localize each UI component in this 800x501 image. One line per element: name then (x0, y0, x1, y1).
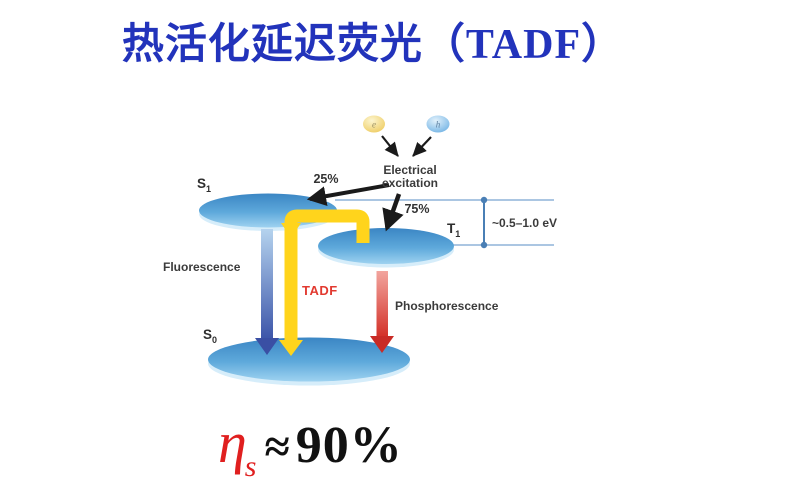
t1-symbol: T (447, 221, 456, 236)
t1-disk (318, 228, 454, 268)
s0-label: S0 (203, 327, 217, 345)
s0-symbol: S (203, 327, 212, 342)
t1-label: T1 (447, 221, 460, 239)
yield-value: 90% (295, 417, 403, 474)
s1-subscript: 1 (206, 184, 211, 194)
s0-subscript: 0 (212, 335, 217, 345)
tadf-pathway-arrow (279, 209, 370, 356)
triplet-percentage-label: 75% (404, 202, 429, 216)
fluorescence-label: Fluorescence (163, 260, 241, 274)
electrical-excitation-label-line2: excitation (382, 176, 438, 190)
electron-ball: e (363, 115, 385, 133)
s0-disk (208, 337, 410, 386)
electron-arrow (381, 135, 399, 157)
eta-symbol: η (218, 410, 247, 475)
singlet-yield-formula: η s ≈ 90% (218, 410, 403, 484)
phosphorescence-label: Phosphorescence (395, 299, 499, 313)
s1-label: S1 (197, 176, 211, 194)
eta-subscript: s (244, 450, 257, 483)
energy-gap-bracket (480, 196, 488, 249)
s1-symbol: S (197, 176, 206, 191)
hole-ball: h (426, 115, 450, 133)
approx-symbol: ≈ (264, 421, 290, 472)
fluorescence-arrow (255, 229, 279, 355)
electrical-excitation-label-line1: Electrical (383, 163, 436, 177)
singlet-percentage-label: 25% (313, 172, 338, 186)
slide-title: 热活化延迟荧光（TADF） (121, 22, 625, 68)
electron-letter: e (372, 120, 376, 130)
t1-subscript: 1 (455, 229, 460, 239)
hole-letter: h (436, 120, 441, 130)
hole-arrow (412, 136, 432, 157)
singlet-branch-arrow (306, 183, 390, 207)
tadf-label: TADF (302, 283, 338, 298)
phosphorescence-arrow (370, 271, 394, 353)
triplet-branch-arrow (382, 193, 404, 232)
energy-gap-label: ~0.5–1.0 eV (492, 216, 557, 230)
